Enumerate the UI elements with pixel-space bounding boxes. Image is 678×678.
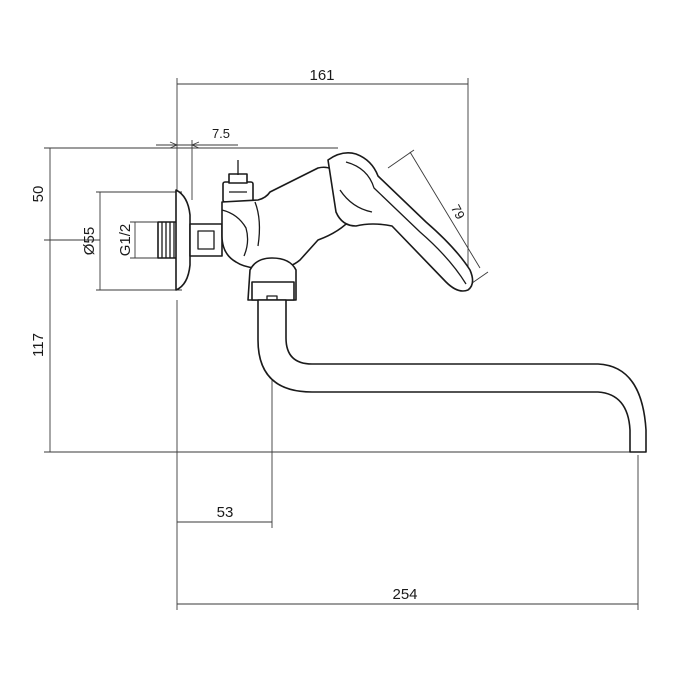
dimension-label-53: 53 <box>217 504 234 521</box>
dimension-79: 79 <box>387 149 489 291</box>
swivel-nut <box>247 257 297 303</box>
dimension-label-thread: G1/2 <box>117 224 134 257</box>
faucet-body <box>157 152 647 453</box>
mixer-body <box>221 166 353 270</box>
dimension-vertical: 50 117 <box>30 147 640 453</box>
dimension-label-50: 50 <box>30 186 47 203</box>
wall-flange <box>175 189 191 291</box>
dimension-254: 254 <box>176 455 639 610</box>
dimension-161: 161 <box>176 67 469 268</box>
spout-tube <box>257 299 647 453</box>
dimension-flange: Ø55 G1/2 <box>81 191 182 291</box>
dimension-label-79: 79 <box>448 202 468 222</box>
dimension-label-161: 161 <box>309 67 334 84</box>
dimension-7-5: 7.5 <box>156 126 238 200</box>
threaded-connector <box>157 221 179 259</box>
connector-neck <box>189 223 223 257</box>
dimension-label-diameter: Ø55 <box>81 227 98 255</box>
dimension-label-117: 117 <box>30 333 47 357</box>
dimension-label-7-5: 7.5 <box>212 126 230 141</box>
valve-cap <box>222 160 254 203</box>
dimension-label-254: 254 <box>392 586 417 603</box>
lever-handle <box>327 152 474 292</box>
